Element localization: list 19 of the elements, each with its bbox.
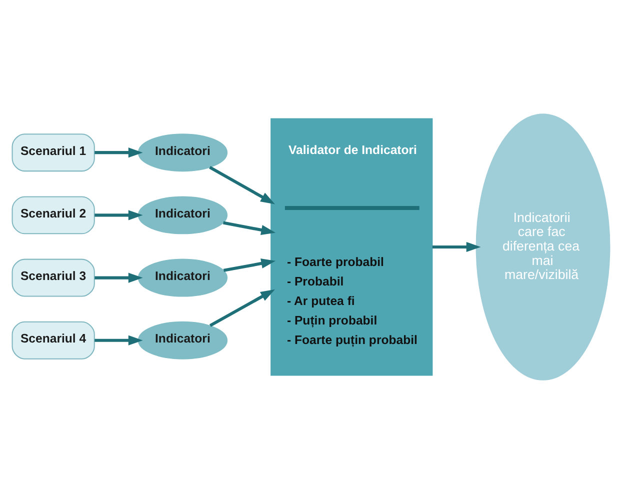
arrow	[223, 258, 276, 272]
arrow	[223, 220, 276, 234]
arrow	[209, 166, 276, 204]
node-ellipse: Indicatori	[138, 196, 228, 234]
arrow	[94, 272, 143, 282]
arrow	[94, 147, 143, 158]
node-ellipse: Indicatori	[138, 320, 228, 359]
node-ellipse: Indicatori	[138, 133, 228, 172]
node-box: Scenariul 4	[12, 320, 95, 359]
node-ellipse: Indicatorii care fac diferența cea mai mare/vizibilă	[476, 113, 610, 380]
node-box: Scenariul 1	[12, 133, 95, 172]
node-box: Scenariul 3	[12, 258, 95, 296]
arrow	[432, 241, 481, 252]
arrow	[209, 288, 275, 326]
arrow	[94, 210, 143, 220]
arrow	[94, 334, 143, 345]
node-box: Scenariul 2	[12, 196, 95, 234]
node-ellipse: Indicatori	[138, 258, 228, 296]
node-box: Validator de Indicatori - Foarte probabil - Probabil - Ar putea fi - Puțin probabil - Foarte puțin probabil	[270, 118, 433, 376]
